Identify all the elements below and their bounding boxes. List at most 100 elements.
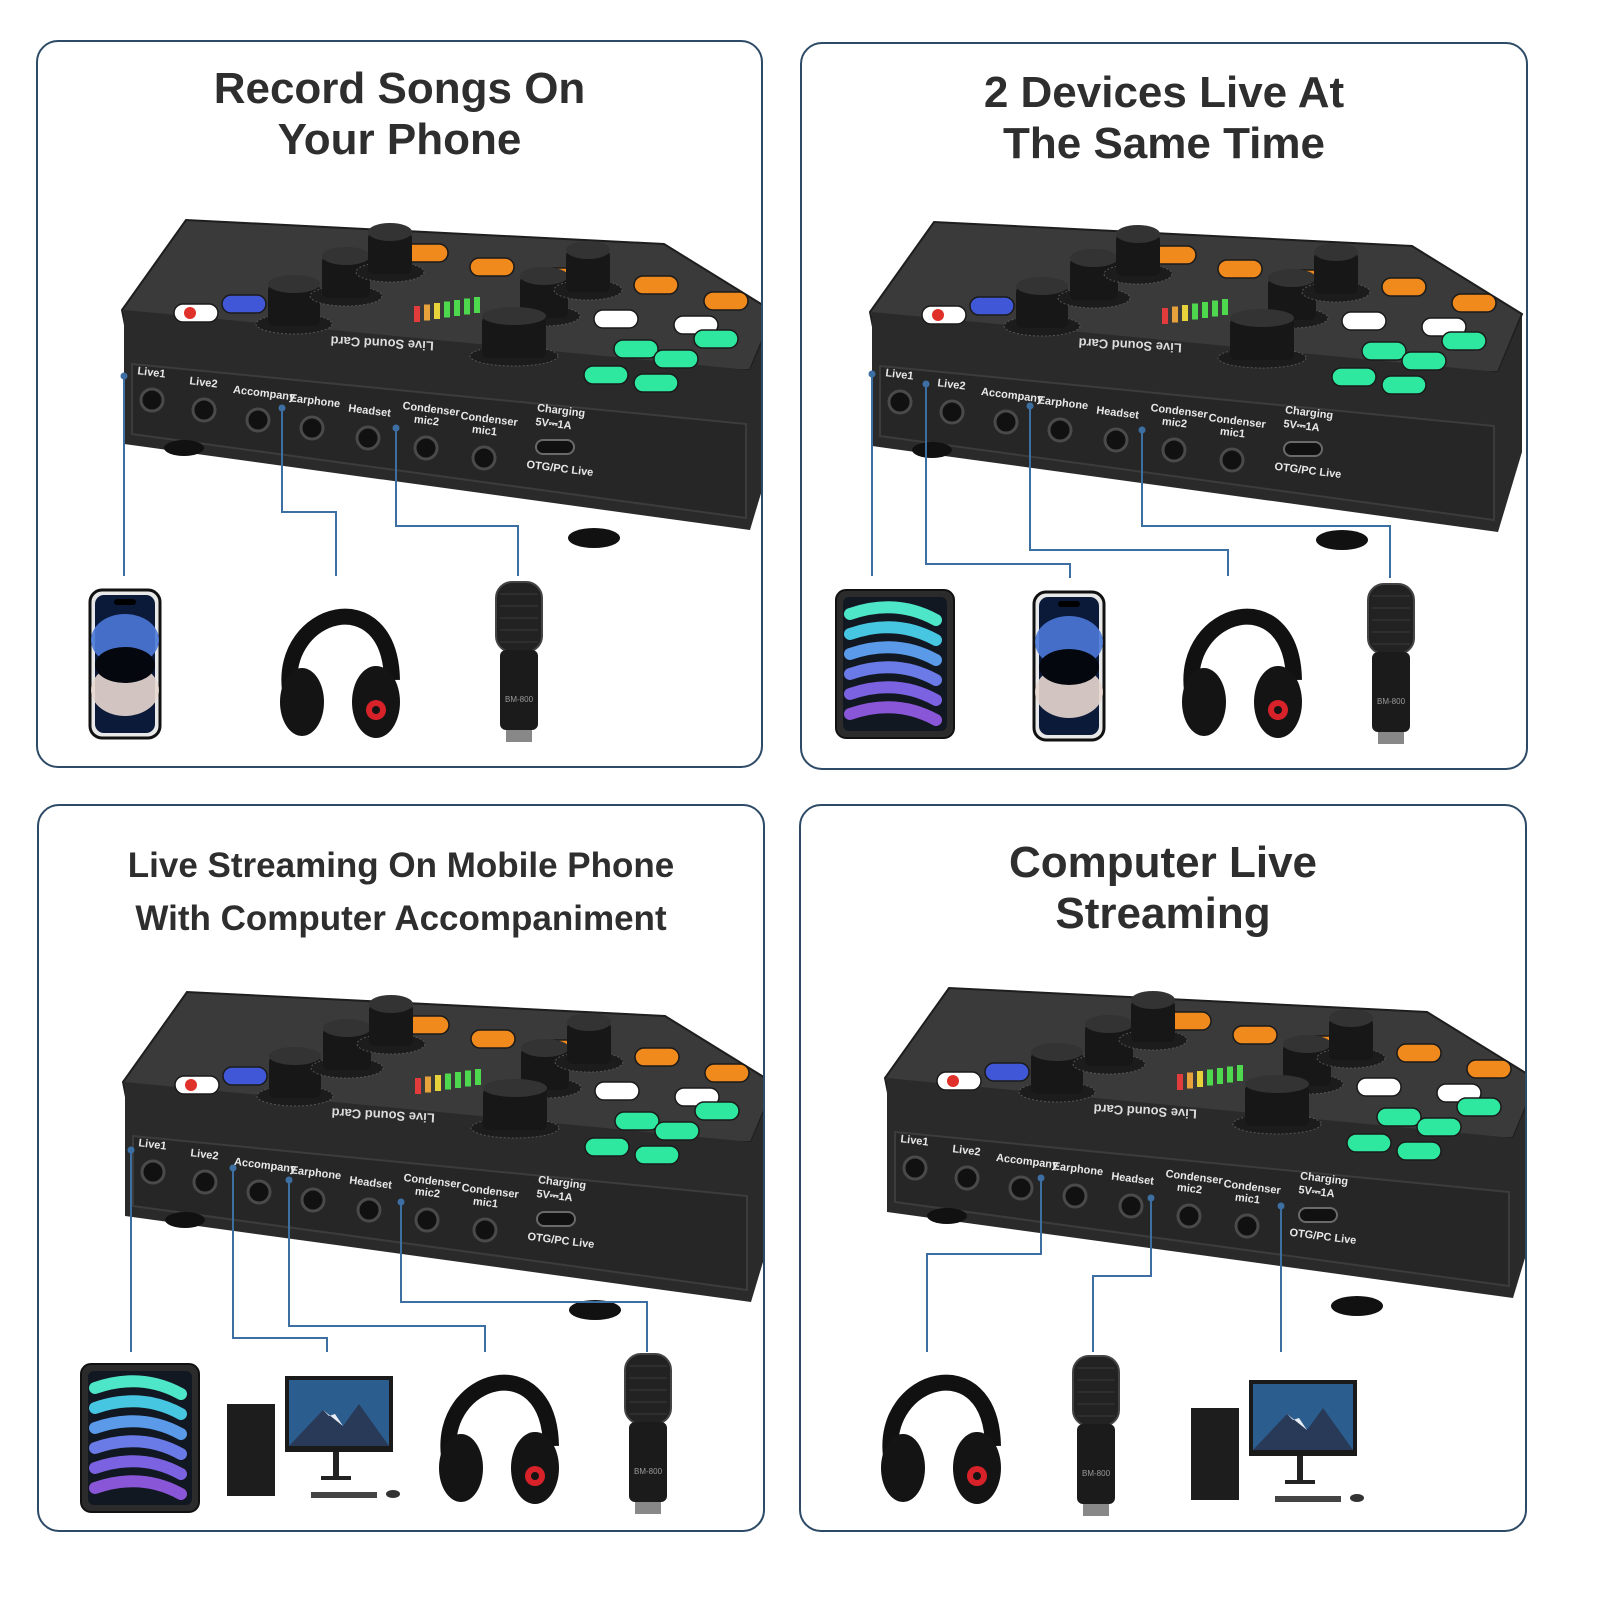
condenser-microphone: BM-800: [1072, 1355, 1120, 1516]
knob-body: [1268, 278, 1316, 320]
knob-body: [1230, 318, 1294, 360]
knob-cap: [520, 267, 568, 285]
panel-title-line-1: Record Songs On: [213, 64, 586, 113]
knob-cap: [1085, 1015, 1133, 1033]
audio-jack: [902, 1155, 928, 1181]
jack-label: mic1: [471, 424, 497, 439]
button-green: [633, 373, 679, 393]
button-blue: [222, 1066, 268, 1086]
charging-label: Charging: [1299, 1170, 1348, 1188]
connection-diagram: Live Sound CardLive1Live2AccompanyEarpho…: [835, 220, 1524, 744]
audio-jack: [139, 387, 165, 413]
phone: [88, 588, 162, 740]
phone-dynamic-island: [114, 599, 136, 605]
connector-line: [288, 1180, 486, 1352]
level-meter-bar: [465, 1070, 471, 1087]
device-brand-label: Live Sound Card: [331, 1105, 435, 1125]
audio-jack: [1161, 437, 1187, 463]
tablet-wallpaper-stripe: [844, 641, 942, 666]
audio-jack: [245, 407, 271, 433]
device-foot: [927, 1208, 967, 1224]
device-front-panel: [894, 1130, 1510, 1288]
jack-label: Live2: [190, 1147, 219, 1162]
level-meter-bar: [1187, 1072, 1193, 1089]
tablet-wallpaper-stripe: [89, 1395, 187, 1420]
monitor-wallpaper-mountains: [1253, 1408, 1353, 1450]
level-meter-bar: [1212, 300, 1218, 317]
tablet-wallpaper-stripe: [844, 661, 942, 686]
desktop-computer: [1191, 1380, 1364, 1502]
mouse: [386, 1490, 400, 1498]
panel-mobile-with-computer: Live Streaming On Mobile Phone With Comp…: [37, 804, 765, 1532]
mic-connector: [506, 730, 532, 742]
audio-jack: [1118, 1193, 1144, 1219]
panel-record-songs: Record Songs On Your Phone Live Sound Ca…: [36, 40, 763, 768]
mic-connector: [1083, 1504, 1109, 1516]
button-orange: [634, 1047, 680, 1067]
button-white: [593, 309, 639, 329]
knob-body: [268, 284, 320, 326]
audio-jack: [299, 415, 325, 441]
button-green: [693, 329, 739, 349]
audio-jack: [246, 1179, 272, 1205]
level-meter-bar: [1227, 1066, 1233, 1083]
mic-model-label: BM-800: [505, 695, 534, 704]
phone-wallpaper-center: [95, 647, 155, 683]
knob-body: [482, 316, 546, 358]
connector-dot: [868, 370, 876, 378]
usb-c-port: [535, 439, 575, 455]
level-meter-bar: [1202, 302, 1208, 318]
audio-jack: [1008, 1175, 1034, 1201]
sound-card-device: Live Sound CardLive1Live2AccompanyEarpho…: [883, 986, 1525, 1316]
panel-title-line-1: Computer Live: [1008, 838, 1318, 887]
monitor-wallpaper-snow: [1287, 1414, 1307, 1430]
level-meter-bar: [1172, 306, 1178, 323]
level-meter-bar: [475, 1069, 481, 1085]
knob-cap: [1116, 225, 1160, 243]
button-green: [1381, 375, 1427, 395]
level-meter-bar: [425, 1076, 431, 1093]
jack-label: Headset: [1111, 1171, 1155, 1188]
power-icon: [184, 307, 196, 319]
connector-line: [395, 428, 519, 576]
button-green: [1376, 1107, 1422, 1127]
connection-diagram: Live Sound CardLive1Live2AccompanyEarpho…: [88, 218, 761, 742]
condenser-microphone: BM-800: [1367, 583, 1415, 744]
headband: [882, 1374, 1001, 1457]
connector-dot: [278, 404, 286, 412]
usb-c-port: [536, 1211, 576, 1227]
level-meter-bar: [444, 301, 450, 318]
connector-dot: [397, 1198, 405, 1206]
condenser-microphone: BM-800: [495, 581, 543, 742]
knob-body: [1031, 1052, 1083, 1094]
audio-jack: [1062, 1183, 1088, 1209]
button-green: [1346, 1133, 1392, 1153]
button-blue: [984, 1062, 1030, 1082]
panel-title: Record Songs On Your Phone: [38, 64, 761, 165]
audio-jack: [1047, 417, 1073, 443]
connector-dot: [1147, 1194, 1155, 1202]
mic-body: [629, 1422, 667, 1502]
button-white: [1341, 311, 1387, 331]
knob-body: [1016, 286, 1068, 328]
charging-label: 5V⎓1A: [536, 1188, 574, 1204]
panel-title-line-1: Live Streaming On Mobile Phone: [127, 846, 675, 885]
audio-jack: [471, 445, 497, 471]
button-green: [1361, 341, 1407, 361]
audio-jack: [414, 1207, 440, 1233]
usb-c-port: [1298, 1207, 1338, 1223]
mic-connector: [1378, 732, 1404, 744]
knob-cap: [566, 241, 610, 259]
audio-jack: [993, 409, 1019, 435]
level-meter-bar: [455, 1072, 461, 1088]
jack-label: mic1: [472, 1196, 498, 1211]
knob-cap: [1329, 1009, 1373, 1027]
jack-label: mic2: [1176, 1182, 1202, 1197]
panel-title-line-2: Your Phone: [277, 114, 522, 164]
tablet-wallpaper-stripe: [89, 1455, 187, 1480]
device-foot: [912, 442, 952, 458]
device-foot: [164, 440, 204, 456]
audio-jack: [300, 1187, 326, 1213]
pc-tower: [227, 1404, 275, 1496]
knob-body: [1070, 258, 1118, 300]
